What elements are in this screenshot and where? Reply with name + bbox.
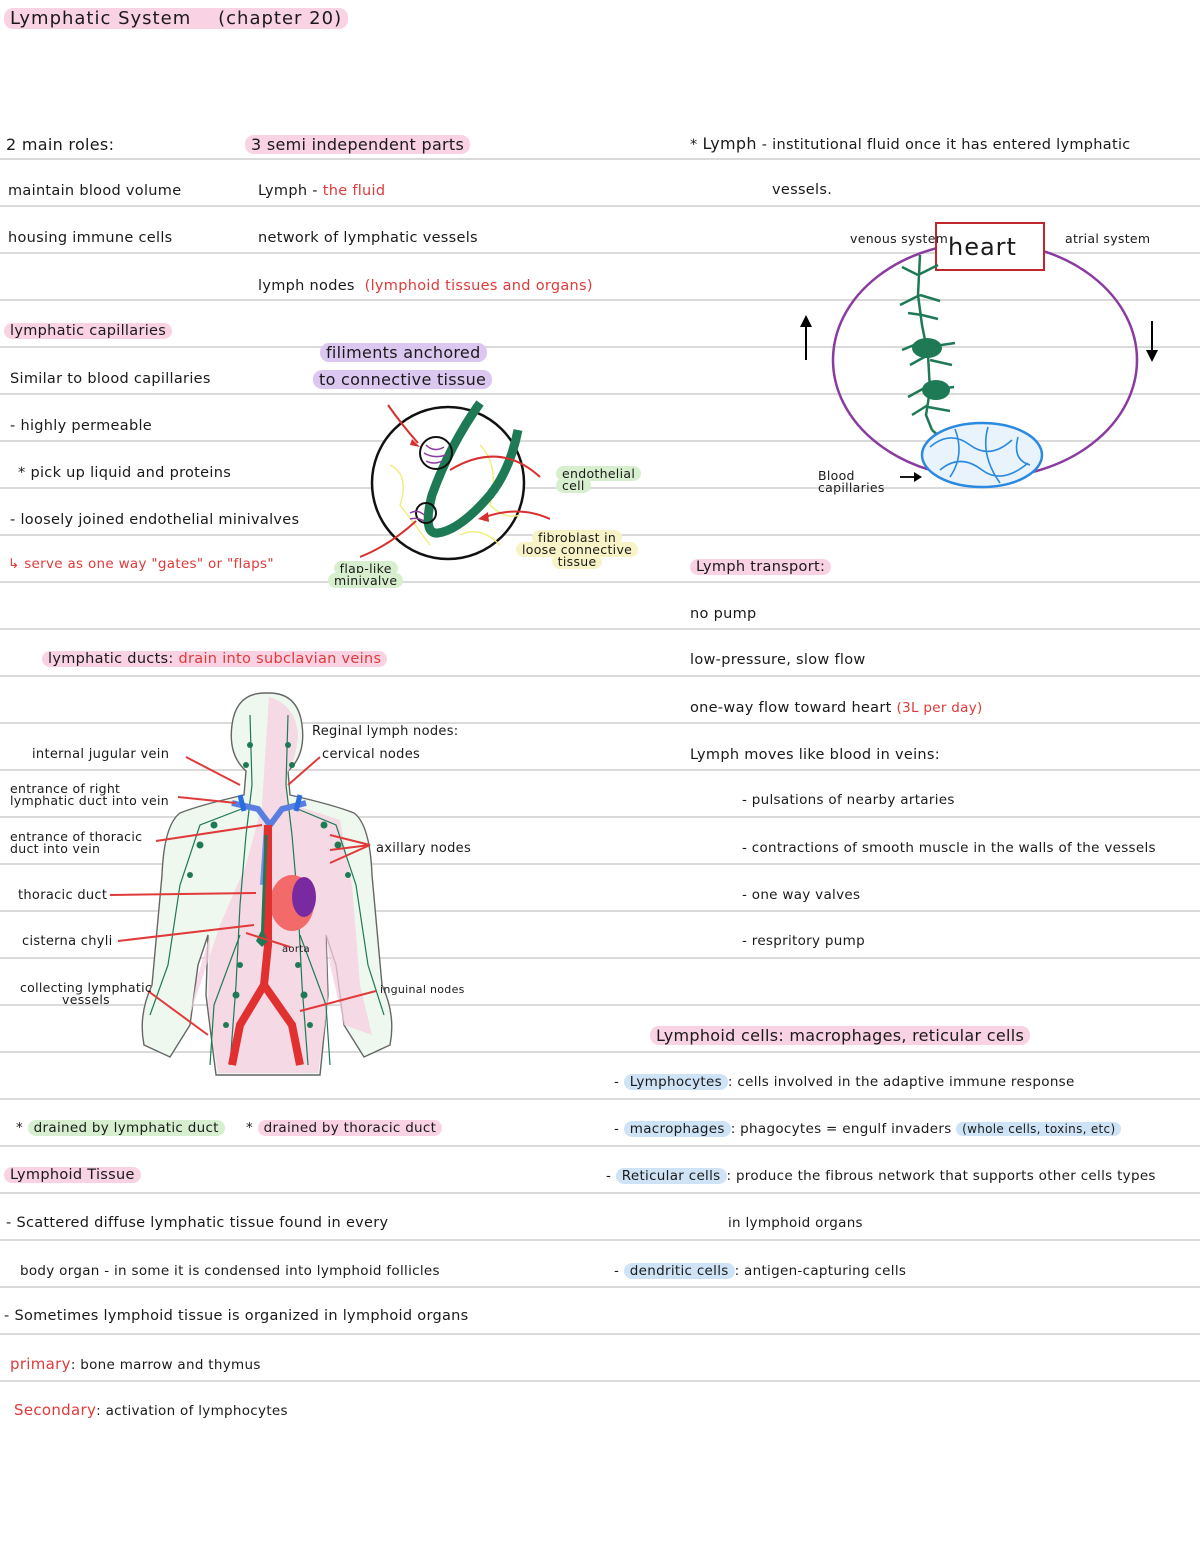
- label-axillary-nodes: axillary nodes: [376, 841, 472, 856]
- part-nodes: lymph nodes (lymphoid tissues and organs…: [258, 278, 593, 294]
- role-item: maintain blood volume: [8, 183, 182, 199]
- transport-item: low-pressure, slow flow: [690, 652, 866, 668]
- transport-heading: Lymph transport:: [690, 559, 832, 575]
- parts-heading: 3 semi independent parts: [245, 135, 471, 154]
- ducts-heading: lymphatic ducts: drain into subclavian v…: [42, 651, 388, 667]
- label-right-lymphatic-entrance: entrance of right lymphatic duct into ve…: [10, 781, 169, 808]
- label-cervical-nodes: cervical nodes: [322, 747, 421, 762]
- circulation-diagram: [800, 222, 1158, 489]
- reticular-cont: in lymphoid organs: [728, 1215, 863, 1231]
- tissue-scattered-cont: body organ - in some it is condensed int…: [20, 1263, 440, 1279]
- page-title: Lymphatic System (chapter 20): [4, 8, 349, 29]
- blood-capillaries-label: Blood capillaries: [818, 468, 885, 495]
- body-diagram: [109, 692, 393, 1076]
- capillary-diagram: [360, 400, 550, 561]
- lymphoid-cell-item: - Lymphocytes: cells involved in the ada…: [614, 1074, 1075, 1090]
- label-inguinal-nodes: inguinal nodes: [380, 983, 465, 996]
- venous-label: venous system: [850, 231, 949, 246]
- lymphoid-cell-item: - dendritic cells: antigen-capturing cel…: [614, 1263, 907, 1279]
- tissue-primary: primary: bone marrow and thymus: [10, 1355, 261, 1373]
- heart-box: [935, 222, 1045, 271]
- atrial-label: atrial system: [1065, 231, 1151, 246]
- filaments-label-1: filiments anchored: [320, 343, 487, 362]
- heart-label: heart: [948, 233, 1017, 261]
- lymph-node-2: [922, 380, 950, 400]
- lymph-capillary-vessel: [423, 400, 523, 538]
- label-thoracic-duct: thoracic duct: [18, 888, 108, 903]
- transport-one-way: one-way flow toward heart (3L per day): [690, 700, 983, 716]
- lymph-definition-cont: vessels.: [772, 182, 833, 198]
- label-collecting-vessels: collecting lymphatic vessels: [19, 980, 153, 1007]
- tissue-secondary: Secondary: activation of lymphocytes: [14, 1401, 288, 1419]
- mechanism-item: - respritory pump: [742, 933, 865, 949]
- label-thoracic-entrance: entrance of thoracic duct into vein: [10, 829, 143, 856]
- capillaries-heading: lymphatic capillaries: [4, 323, 173, 339]
- label-aorta: aorta: [282, 944, 310, 955]
- title-text: Lymphatic System: [10, 8, 192, 29]
- transport-moves: Lymph moves like blood in veins:: [690, 747, 940, 763]
- filaments-label-2: to connective tissue: [313, 370, 493, 389]
- capillary-item: Similar to blood capillaries: [10, 371, 211, 387]
- tissue-sometimes: - Sometimes lymphoid tissue is organized…: [4, 1308, 469, 1324]
- capillary-arrow-note: ↳ serve as one way "gates" or "flaps": [8, 556, 274, 572]
- part-lymph: Lymph - the fluid: [258, 183, 386, 199]
- regional-nodes-heading: Reginal lymph nodes:: [312, 724, 459, 739]
- lymphoid-cell-item: - Reticular cells: produce the fibrous n…: [606, 1168, 1156, 1184]
- lymphoid-cell-item: - macrophages: phagocytes = engulf invad…: [614, 1121, 1122, 1137]
- chapter-text: (chapter 20): [218, 8, 343, 29]
- part-network: network of lymphatic vessels: [258, 230, 478, 246]
- role-item: housing immune cells: [8, 230, 173, 246]
- capillary-item: - highly permeable: [10, 418, 153, 434]
- mechanism-item: - pulsations of nearby artaries: [742, 792, 955, 808]
- lymph-node-1: [912, 338, 942, 358]
- label-internal-jugular: internal jugular vein: [32, 747, 170, 762]
- roles-heading: 2 main roles:: [6, 135, 115, 154]
- capillary-item: * pick up liquid and proteins: [18, 465, 232, 481]
- capillary-item: - loosely joined endothelial minivalves: [10, 512, 300, 528]
- tissue-scattered: - Scattered diffuse lymphatic tissue fou…: [6, 1215, 389, 1231]
- label-cisterna-chyli: cisterna chyli: [22, 934, 113, 949]
- mechanism-item: - contractions of smooth muscle in the w…: [742, 840, 1156, 856]
- blood-capillary-bed: [920, 421, 1044, 489]
- tissue-heading: Lymphoid Tissue: [4, 1167, 141, 1183]
- mechanism-item: - one way valves: [742, 887, 861, 903]
- legend-lymphatic-duct: * drained by lymphatic duct: [16, 1120, 225, 1136]
- legend-thoracic-duct: * drained by thoracic duct: [246, 1120, 443, 1136]
- lymphoid-cells-heading: Lymphoid cells: macrophages, reticular c…: [650, 1026, 1031, 1045]
- lymph-definition: * Lymph - institutional fluid once it ha…: [690, 134, 1131, 153]
- transport-item: no pump: [690, 606, 757, 622]
